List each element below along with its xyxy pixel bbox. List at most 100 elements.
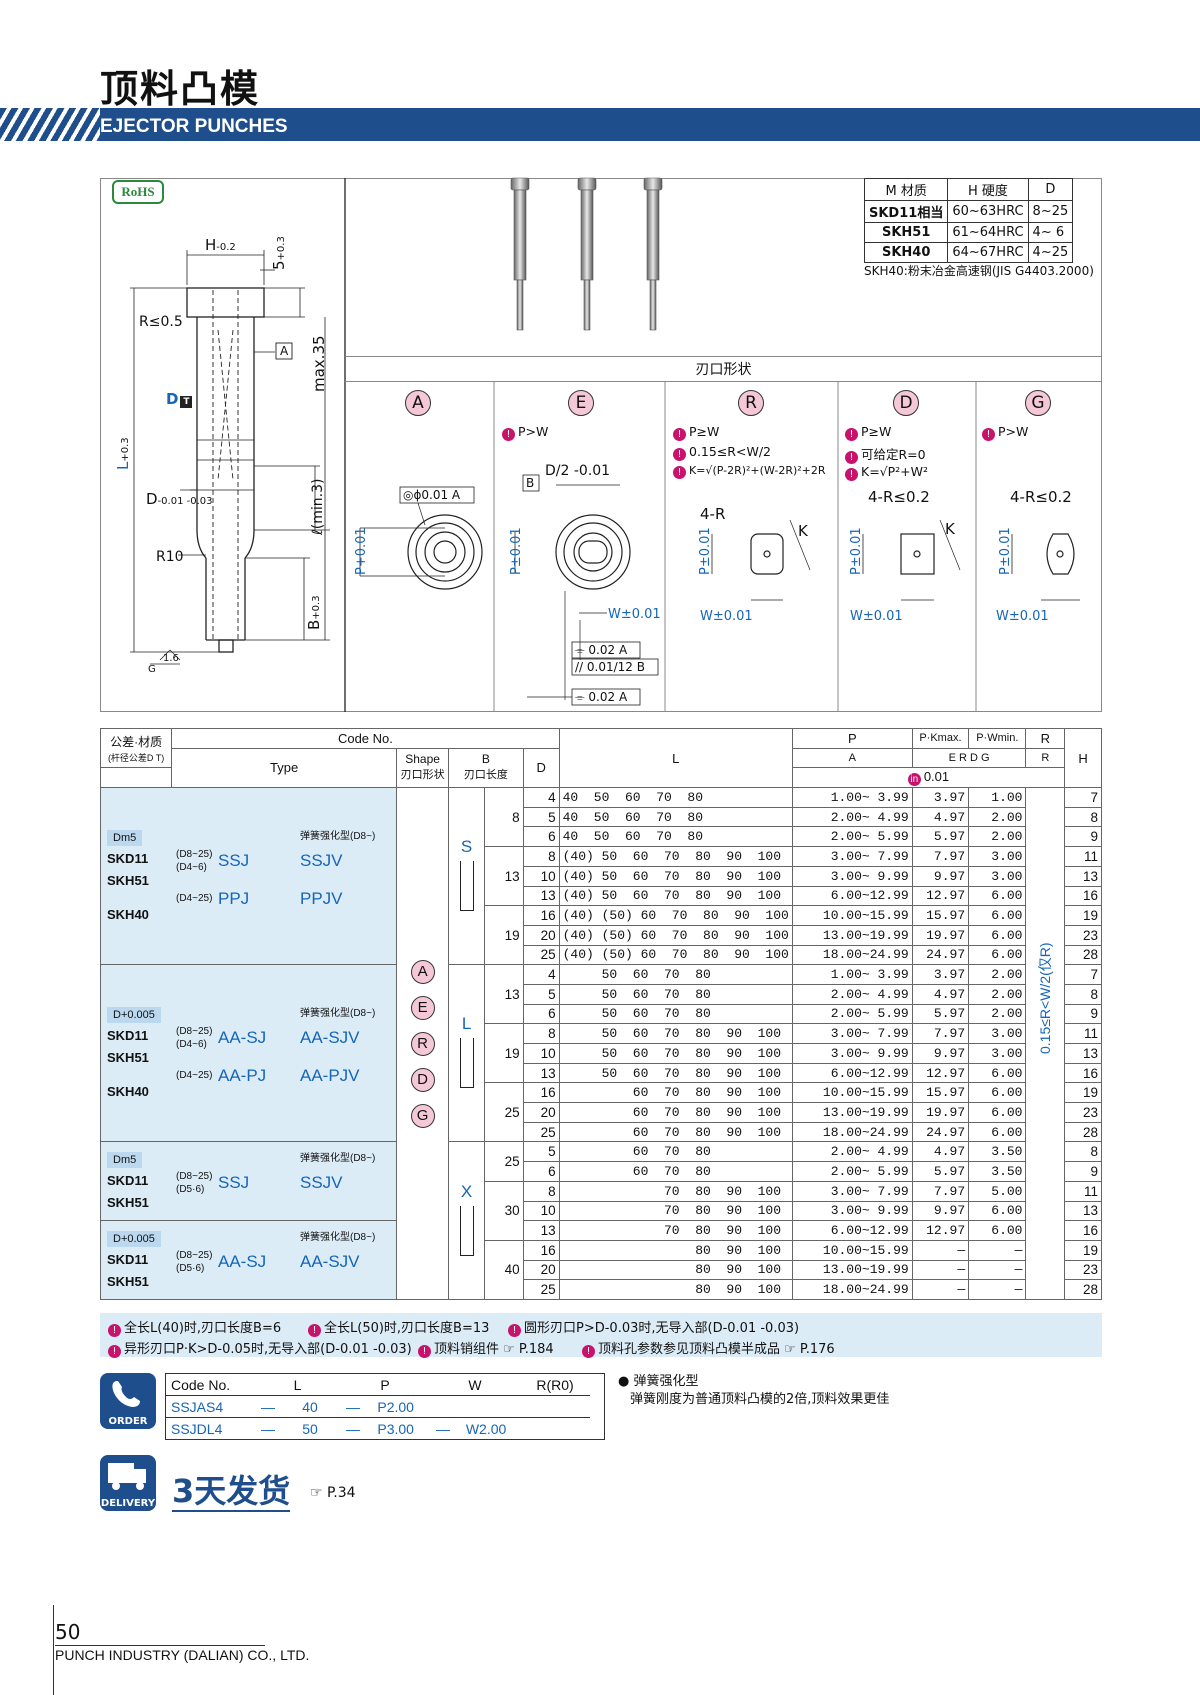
h-value: 8 <box>1064 806 1102 828</box>
shape-g-note1-text: P>W <box>998 424 1029 439</box>
b-length: 19 <box>484 1023 524 1084</box>
h-value: 7 <box>1064 787 1102 808</box>
roughness-g: G <box>148 664 156 675</box>
type-ranges: (D8~25)(D5·6) <box>176 1249 218 1275</box>
l-values: 80 90 100 <box>558 1239 793 1261</box>
order-row: SSJDL4 — 50 — P3.00 — W2.00 <box>165 1417 590 1440</box>
shape-a-p: P+0.01 <box>354 527 369 575</box>
hardness: 64~67HRC <box>947 242 1029 263</box>
footnote-1: !全长L(40)时,刃口长度B=6 <box>108 1317 281 1337</box>
footnote-3: !圆形刃口P>D-0.03时,无导入部(D-0.01 -0.03) <box>508 1317 799 1337</box>
shape-a-flatness: ◎ϕ0.01 A <box>403 488 461 502</box>
materials-header: M 材质 H 硬度 D <box>863 178 1074 201</box>
group-tolerance: D+0.005 <box>107 1231 161 1248</box>
th-shape-sub: 刃口形状 <box>400 769 445 782</box>
order-r <box>520 1395 590 1418</box>
shape-e-note1-text: P>W <box>518 424 549 439</box>
order-table: Code No. L P W R(R0) SSJAS4 — 40 — P2.00… <box>165 1373 590 1440</box>
d-value: 20 <box>522 1259 560 1281</box>
pw-min: 6.00 <box>968 1200 1027 1222</box>
type-code: AA-SJ <box>218 1028 267 1048</box>
l-values: 80 90 100 <box>558 1259 793 1281</box>
b-shape-icon <box>459 1205 474 1256</box>
shape-letter-a: A <box>405 390 431 416</box>
spring-label: 弹簧强化型(D8~) <box>300 1232 376 1244</box>
th-r: R <box>1025 728 1066 749</box>
spring-type-code: AA-PJV <box>300 1066 360 1086</box>
order-l: 50 <box>296 1417 340 1440</box>
b-shape-label: S <box>460 837 473 857</box>
dim-h-tol: -0.2 <box>216 242 236 253</box>
h-value: 28 <box>1064 1279 1102 1300</box>
pw-min: 3.00 <box>968 1023 1027 1044</box>
d-value: 13 <box>522 1220 560 1241</box>
shape-d-note3-text: K=√P²+W² <box>861 464 929 479</box>
footnote-6-text: 顶料孔参数参见顶料凸模半成品 ☞ P.176 <box>598 1342 835 1357</box>
type-range: (D8~25) <box>176 1026 213 1038</box>
pw-min: 2.00 <box>968 964 1027 985</box>
pk-max: — <box>911 1259 970 1281</box>
pk-max: 3.97 <box>911 787 970 808</box>
shape-g-r: 4-R≤0.2 <box>1010 488 1072 506</box>
d-value: 13 <box>522 1062 560 1084</box>
th-p: P <box>791 728 913 749</box>
shape-r-note1: !P≥W <box>673 424 719 441</box>
type-range: (D4~25) <box>176 1070 213 1082</box>
order-r <box>520 1417 590 1440</box>
order-h-code: Code No. <box>165 1373 255 1396</box>
type-range: (D8~25) <box>176 1250 213 1262</box>
type-range: (D4~25) <box>176 893 213 905</box>
pin-icon: ! <box>982 428 995 441</box>
order-sep: — <box>255 1417 297 1440</box>
spring-label: 弹簧强化型(D8~) <box>300 1153 376 1165</box>
b-length: 13 <box>484 846 524 907</box>
order-w: W2.00 <box>459 1417 520 1440</box>
type-ranges: (D8~25)(D4~6) <box>176 1025 218 1051</box>
l-values: 60 70 80 90 100 <box>558 1121 793 1143</box>
dim-h-label: H <box>205 236 217 254</box>
page-subtitle: EJECTOR PUNCHES <box>100 116 288 137</box>
table-header-row: 公差·材质(杆径公差D T) Code No. L P P·Kmax. P·Wm… <box>99 727 1102 789</box>
spring-note: ● 弹簧强化型 弹簧刚度为普通顶料凸模的2倍,顶料效果更佳 <box>618 1373 889 1409</box>
spring-type-code: AA-SJV <box>300 1028 360 1048</box>
shape-r-note2: !0.15≤R<W/2 <box>673 444 771 461</box>
company-name: PUNCH INDUSTRY (DALIAN) CO., LTD. <box>55 1647 310 1663</box>
group-tolerance: Dm5 <box>107 1152 143 1169</box>
pin-icon: ! <box>418 1345 431 1358</box>
material: SKH51 <box>863 222 949 243</box>
hardness: 61~64HRC <box>947 222 1029 243</box>
order-h-w: W <box>430 1373 520 1396</box>
pin-icon: ! <box>308 1324 321 1337</box>
spring-desc: 弹簧刚度为普通顶料凸模的2倍,顶料效果更佳 <box>630 1392 890 1407</box>
shape-d-p: P±0.01 <box>849 527 864 575</box>
b-length: 30 <box>484 1180 524 1241</box>
d-value: 6 <box>522 826 560 848</box>
l-values: 40 50 60 70 80 <box>558 806 793 828</box>
shapes-heading: 刃口形状 <box>345 356 1102 382</box>
group-material: SKD11 <box>107 1173 149 1189</box>
p-range: 3.00~ 9.99 <box>791 1200 913 1222</box>
type-range: (D4~6) <box>176 1039 207 1051</box>
group-material: SKH51 <box>107 1195 149 1211</box>
l-values: 40 50 60 70 80 <box>558 787 793 808</box>
shape-r-w: W±0.01 <box>700 609 753 624</box>
th-d: D <box>522 747 560 789</box>
pk-max: 5.97 <box>911 1161 970 1182</box>
d-value: 20 <box>522 924 560 946</box>
spring-title: ● 弹簧强化型 <box>618 1374 699 1389</box>
l-values: (40) (50) 60 70 80 90 100 <box>558 905 793 926</box>
pk-max: 24.97 <box>911 1121 970 1143</box>
